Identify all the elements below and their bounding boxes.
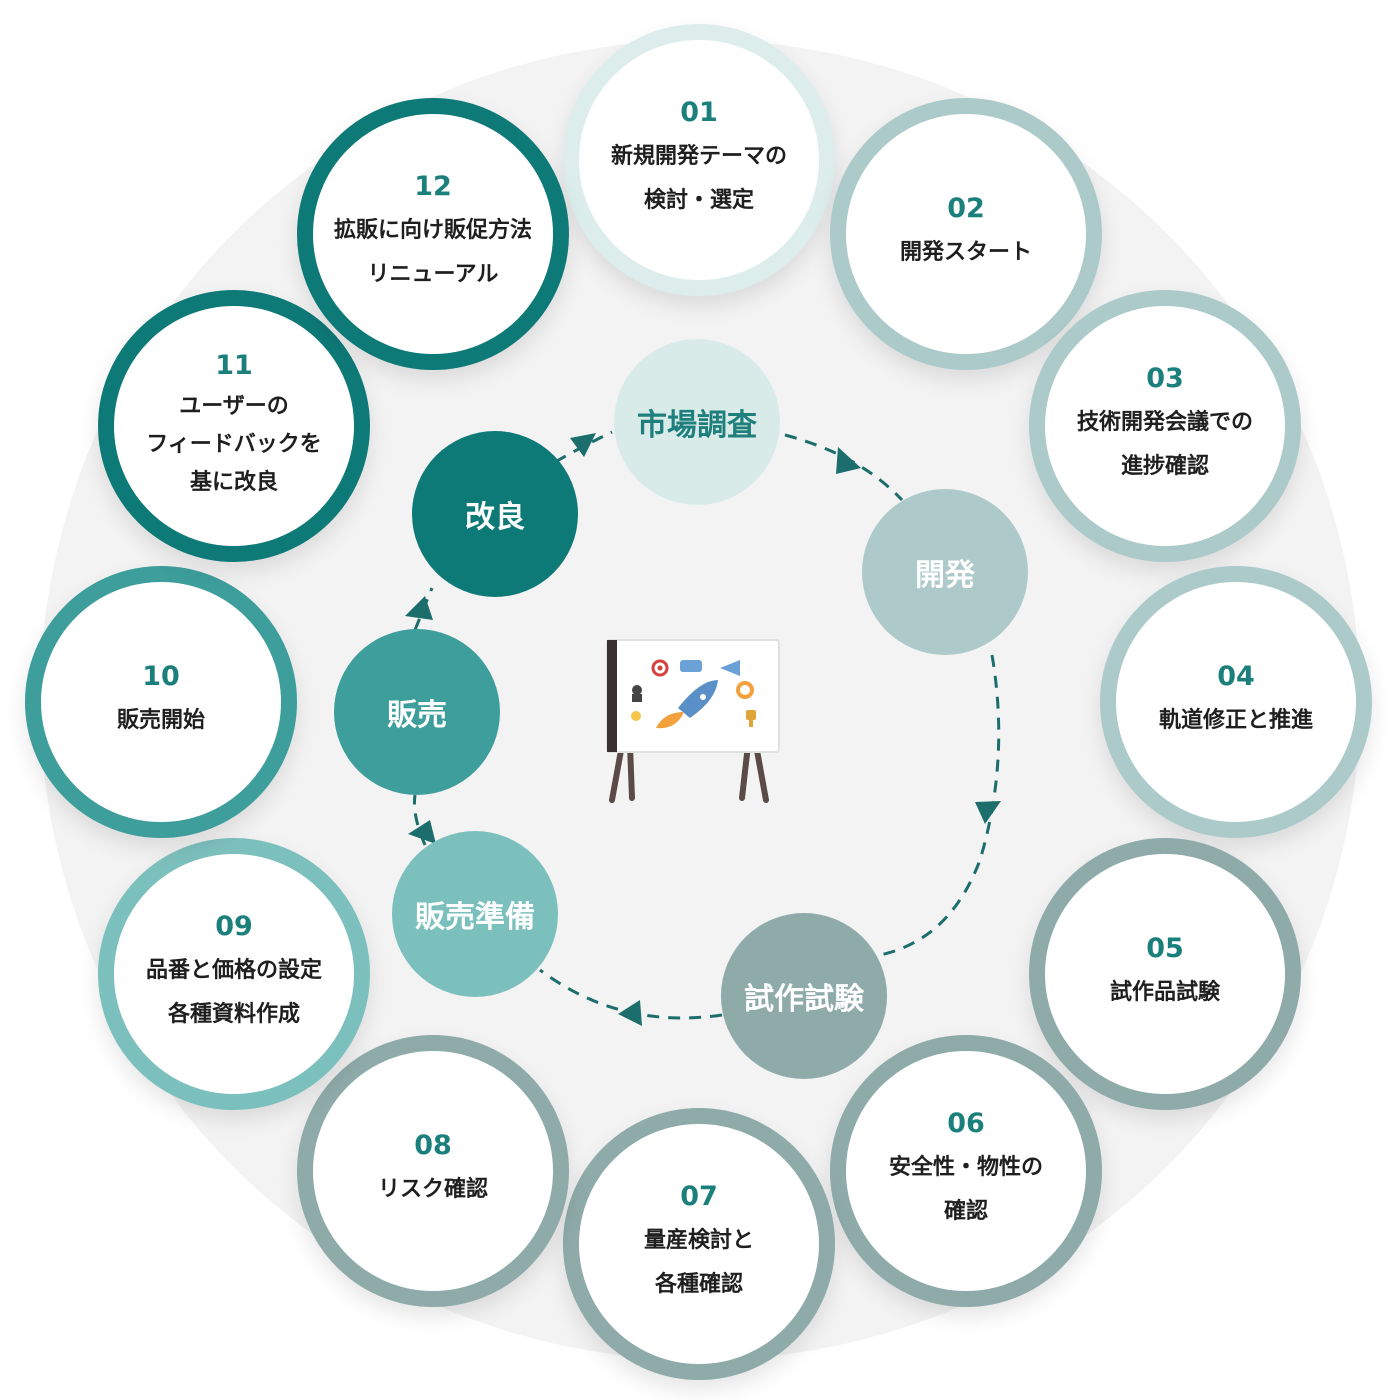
- phase-improvement: 改良: [412, 431, 578, 597]
- phase-label: 販売準備: [415, 900, 535, 935]
- phase-label: 市場調査: [637, 408, 757, 443]
- phase-development: 開発: [862, 489, 1028, 655]
- step-label: ユーザーの フィードバックを 基に改良: [146, 394, 322, 496]
- step-label: 軌道修正と推進: [1158, 708, 1313, 734]
- step-07: 07 量産検討と 各種確認: [563, 1108, 835, 1380]
- step-number: 09: [215, 910, 253, 942]
- step-label: 試作品試験: [1109, 980, 1220, 1006]
- phase-sales-prep: 販売準備: [392, 831, 558, 997]
- step-label: 販売開始: [116, 708, 205, 734]
- phase-prototype-testing: 試作試験: [721, 913, 887, 1079]
- phase-label: 販売: [387, 698, 447, 733]
- step-number: 05: [1146, 932, 1184, 964]
- step-label: 量産検討と 各種確認: [643, 1228, 754, 1298]
- arrowhead-5: [405, 596, 433, 620]
- step-number: 11: [215, 349, 253, 381]
- phase-label: 開発: [915, 558, 975, 593]
- arrow-path-prep-to-sales: [413, 794, 427, 846]
- arrow-path-improve-to-research: [554, 430, 613, 464]
- step-05: 05 試作品試験: [1029, 838, 1301, 1110]
- phase-market-research: 市場調査: [614, 339, 780, 505]
- step-label: 新規開発テーマの 検討・選定: [610, 144, 787, 214]
- step-number: 08: [414, 1129, 452, 1161]
- phase-label: 試作試験: [744, 982, 864, 1017]
- step-label: 拡販に向け販促方法 リニューアル: [333, 218, 532, 288]
- phase-label: 改良: [465, 500, 525, 535]
- step-label: 安全性・物性の 確認: [888, 1155, 1043, 1225]
- step-11: 11 ユーザーの フィードバックを 基に改良: [98, 290, 370, 562]
- arrowhead-4: [408, 820, 436, 844]
- arrowhead-1: [836, 447, 861, 474]
- step-number: 12: [414, 170, 452, 202]
- step-number: 10: [142, 660, 180, 692]
- step-number: 03: [1146, 362, 1184, 394]
- step-10: 10 販売開始: [25, 566, 297, 838]
- arrowhead-3: [618, 1000, 642, 1026]
- step-label: 技術開発会議での 進捗確認: [1076, 410, 1253, 480]
- step-number: 02: [947, 192, 985, 224]
- step-12: 12 拡販に向け販促方法 リニューアル: [297, 98, 569, 370]
- step-08: 08 リスク確認: [297, 1035, 569, 1307]
- step-02: 02 開発スタート: [830, 98, 1102, 370]
- arrow-path-dev-to-test: [879, 654, 1001, 957]
- step-label: 品番と価格の設定 各種資料作成: [145, 958, 322, 1028]
- step-04: 04 軌道修正と推進: [1100, 566, 1372, 838]
- step-06: 06 安全性・物性の 確認: [830, 1035, 1102, 1307]
- step-number: 06: [947, 1107, 985, 1139]
- arrowhead-2: [975, 801, 1001, 824]
- step-number: 07: [680, 1180, 718, 1212]
- step-number: 01: [680, 96, 718, 128]
- phase-sales: 販売: [334, 629, 500, 795]
- step-label: 開発スタート: [899, 240, 1032, 266]
- arrow-path-test-to-prep: [539, 968, 723, 1020]
- step-number: 04: [1217, 660, 1255, 692]
- step-label: リスク確認: [377, 1177, 488, 1203]
- step-09: 09 品番と価格の設定 各種資料作成: [98, 838, 370, 1110]
- arrowhead-6: [570, 433, 596, 457]
- step-01: 01 新規開発テーマの 検討・選定: [563, 24, 835, 296]
- step-03: 03 技術開発会議での 進捗確認: [1029, 290, 1301, 562]
